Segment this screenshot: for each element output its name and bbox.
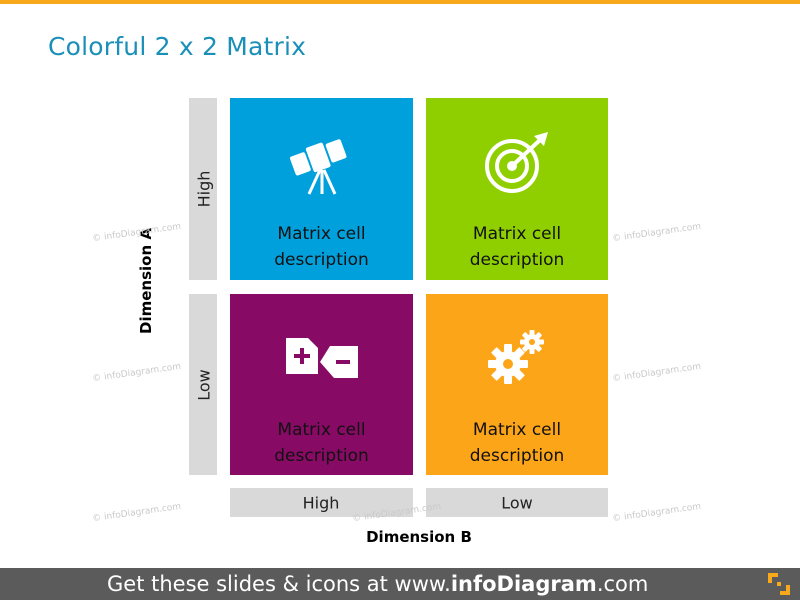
- matrix-cell-high-low: Matrix cell description: [426, 98, 608, 280]
- horizontal-axis-low-label: Low: [501, 493, 533, 513]
- vertical-axis-low-label: Low: [194, 369, 214, 401]
- vertical-axis-low-bar: [189, 294, 217, 475]
- vertical-axis-high-label: High: [194, 170, 214, 208]
- slide-title: Colorful 2 x 2 Matrix: [48, 32, 307, 61]
- watermark: © infoDiagram.com: [611, 221, 702, 245]
- pros-cons-icon: [285, 338, 358, 378]
- target-icon: [485, 132, 548, 193]
- horizontal-axis-high-bar: [230, 488, 413, 517]
- footer-banner: Get these slides & icons at www.infoDiag…: [0, 568, 800, 600]
- horizontal-axis-low-bar: [426, 488, 608, 517]
- matrix-cell-low-low: Matrix cell description: [426, 294, 608, 475]
- horizontal-axis-title: Dimension B: [366, 528, 472, 546]
- horizontal-axis-high-label: High: [302, 493, 340, 513]
- watermark: © infoDiagram.com: [611, 501, 702, 525]
- vertical-axis-high-bar: [189, 98, 217, 280]
- vertical-axis-title: Dimension A: [137, 228, 155, 334]
- watermark: © infoDiagram.com: [91, 361, 182, 385]
- infodiagram-logo-icon: [768, 573, 790, 595]
- watermark: © infoDiagram.com: [91, 501, 182, 525]
- matrix-cell-low-high: Matrix cell description: [230, 294, 413, 475]
- telescope-icon: [289, 139, 346, 195]
- gears-icon: [488, 330, 544, 384]
- cell-description: Matrix cell description: [274, 420, 369, 466]
- footer-text[interactable]: Get these slides & icons at www.infoDiag…: [107, 572, 649, 596]
- watermark: © infoDiagram.com: [611, 361, 702, 385]
- matrix-cell-high-high: Matrix cell description: [230, 98, 413, 280]
- cell-description: Matrix cell description: [469, 224, 565, 270]
- cell-description: Matrix cell description: [274, 224, 369, 270]
- top-accent-bar: [0, 0, 800, 4]
- cell-description: Matrix cell description: [469, 420, 565, 466]
